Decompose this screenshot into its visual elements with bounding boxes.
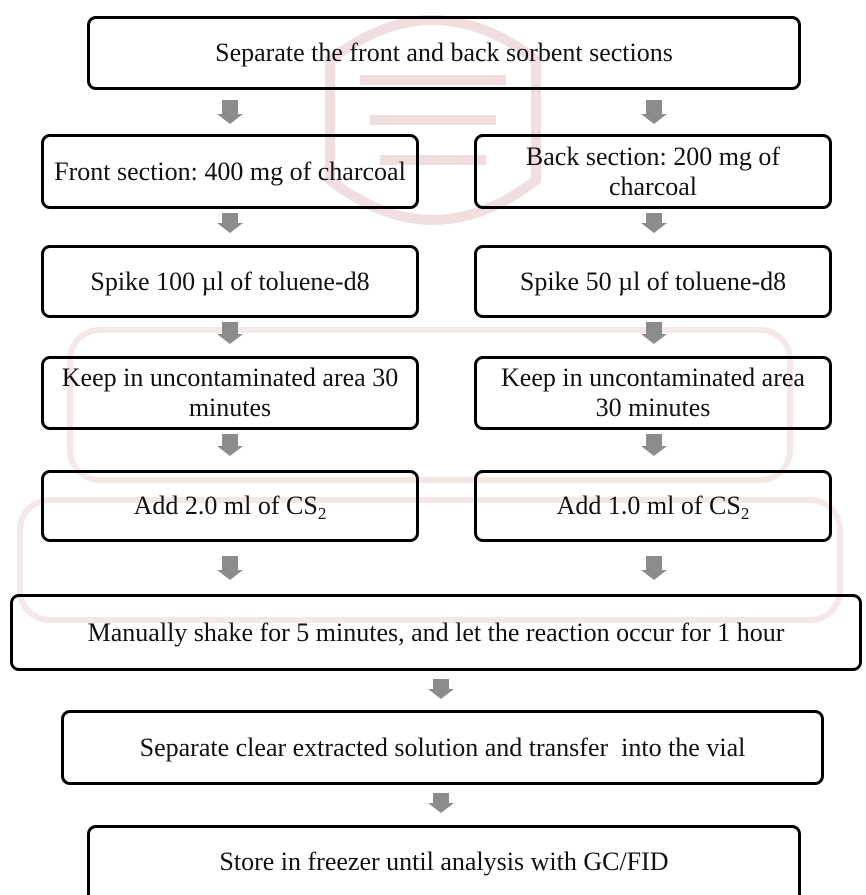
step-back-section: Back section: 200 mg of charcoal <box>474 134 832 209</box>
step-separate-sections-label: Separate the front and back sorbent sect… <box>215 38 673 68</box>
step-spike-front: Spike 100 µl of toluene-d8 <box>41 245 419 318</box>
step-keep-back: Keep in uncontaminated area 30 minutes <box>474 356 832 430</box>
step-separate-sections: Separate the front and back sorbent sect… <box>87 16 801 90</box>
step-add-cs2-back-label: Add 1.0 ml of CS2 <box>556 491 750 524</box>
step-add-cs2-front-text: Add 2.0 ml of CS <box>133 491 318 521</box>
step-back-section-label: Back section: 200 mg of charcoal <box>525 141 781 201</box>
step-spike-back-label: Spike 50 µl of toluene-d8 <box>519 266 787 296</box>
step-transfer-vial-label: Separate clear extracted solution and tr… <box>139 732 746 762</box>
step-transfer-vial: Separate clear extracted solution and tr… <box>61 710 824 785</box>
step-add-cs2-front-label: Add 2.0 ml of CS2 <box>133 491 327 524</box>
cs2-back-subscript: 2 <box>740 504 750 524</box>
step-manual-shake: Manually shake for 5 minutes, and let th… <box>10 594 862 671</box>
step-manual-shake-label: Manually shake for 5 minutes, and let th… <box>87 617 785 647</box>
cs2-front-subscript: 2 <box>317 504 327 524</box>
step-add-cs2-back: Add 1.0 ml of CS2 <box>474 470 832 542</box>
step-keep-front: Keep in uncontaminated area 30 minutes <box>41 356 419 430</box>
step-add-cs2-back-text: Add 1.0 ml of CS <box>556 491 741 521</box>
step-front-section: Front section: 400 mg of charcoal <box>41 134 419 209</box>
step-spike-back: Spike 50 µl of toluene-d8 <box>474 245 832 318</box>
step-store-freezer: Store in freezer until analysis with GC/… <box>87 825 801 895</box>
step-front-section-label: Front section: 400 mg of charcoal <box>54 156 406 186</box>
step-store-freezer-label: Store in freezer until analysis with GC/… <box>219 846 669 876</box>
step-keep-front-label: Keep in uncontaminated area 30 minutes <box>61 363 399 422</box>
step-add-cs2-front: Add 2.0 ml of CS2 <box>41 470 419 542</box>
step-spike-front-label: Spike 100 µl of toluene-d8 <box>90 266 370 296</box>
step-keep-back-label: Keep in uncontaminated area 30 minutes <box>501 363 805 422</box>
